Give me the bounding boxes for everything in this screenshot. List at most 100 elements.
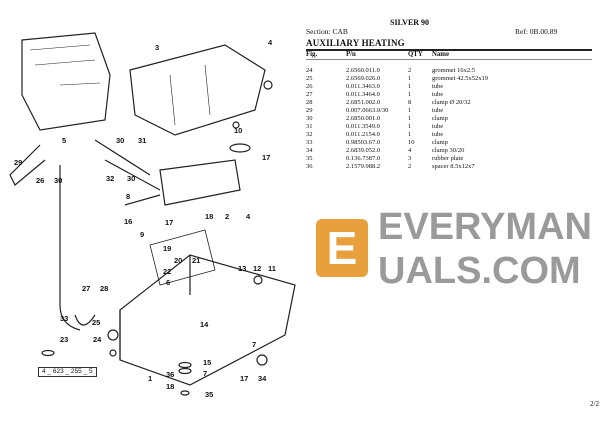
callout: 33	[60, 314, 68, 323]
name-cell: tube	[432, 107, 444, 114]
callout: 10	[234, 126, 242, 135]
callout: 13	[238, 264, 246, 273]
qty-cell: 1	[408, 75, 412, 82]
section-label: Section: CAB	[306, 27, 348, 36]
fig-cell: 31	[306, 123, 313, 130]
watermark: E EVERYMANUALS.COM	[316, 205, 606, 305]
callout: 23	[60, 335, 68, 344]
callout: 17	[240, 374, 248, 383]
qty-cell: 2	[408, 163, 412, 170]
callout: 31	[138, 136, 146, 145]
qty-cell: 4	[408, 147, 412, 154]
page-number: 2/2	[590, 400, 599, 408]
header-rule	[306, 49, 592, 51]
qty-cell: 3	[408, 155, 412, 162]
qty-cell: 2	[408, 67, 412, 74]
callout: 26	[36, 176, 44, 185]
callout: 35	[205, 390, 213, 399]
callout: 9	[140, 230, 144, 239]
callout: 32	[106, 174, 114, 183]
fig-cell: 26	[306, 83, 313, 90]
table-row: 28 2.6851.002.0 8 clamp Ø 20/32	[306, 99, 596, 106]
callout: 18	[166, 382, 174, 391]
callout: 30	[116, 136, 124, 145]
qty-cell: 1	[408, 131, 412, 138]
reservoir	[159, 159, 241, 206]
callout: 17	[262, 153, 270, 162]
name-cell: clamp	[432, 115, 448, 122]
pn-cell: 0.011.2154.0	[346, 131, 380, 138]
callout-labels: 3 4 5 10 30 31 26 30 32 30 8 16 17 9 18 …	[14, 38, 276, 399]
callout: 8	[126, 192, 130, 201]
callout: 34	[258, 374, 267, 383]
fig-cell: 30	[306, 115, 313, 122]
callout: 1	[148, 374, 152, 383]
fig-cell: 28	[306, 99, 313, 106]
header-divider	[306, 59, 592, 60]
callout: 28	[100, 284, 108, 293]
pn-cell: 0.136.7387.0	[346, 155, 381, 162]
drawing-code: 4 _ 623 _ 255 _ 5	[38, 367, 97, 377]
table-row: 30 2.6850.001.0 1 clamp	[306, 115, 596, 122]
pn-cell: 0.98503.67.0	[346, 139, 381, 146]
callout: 25	[92, 318, 100, 327]
name-cell: clamp 30/20	[432, 147, 465, 154]
callout: 24	[93, 335, 102, 344]
table-row: 26 0.011.3463.0 1 tube	[306, 83, 596, 90]
pn-cell: 0.011.3463.0	[346, 83, 380, 90]
callout: 14	[200, 320, 209, 329]
parts-diagram: 3 4 5 10 30 31 26 30 32 30 8 16 17 9 18 …	[9, 32, 296, 399]
callout: 29	[14, 158, 22, 167]
callout: 7	[203, 369, 207, 378]
name-cell: grommet 16x2.5	[432, 67, 475, 74]
callout: 12	[253, 264, 261, 273]
fig-cell: 33	[306, 139, 313, 146]
callout: 20	[174, 256, 182, 265]
fig-cell: 24	[306, 67, 313, 74]
pn-cell: 0.011.3549.0	[346, 123, 380, 130]
pn-cell: 2.6560.011.0	[346, 67, 380, 74]
pn-cell: 2.6569.026.0	[346, 75, 381, 82]
pipe	[59, 165, 81, 331]
callout: 21	[192, 256, 200, 265]
fig-cell: 27	[306, 91, 313, 98]
name-cell: clamp	[432, 139, 448, 146]
qty-cell: 1	[408, 83, 412, 90]
qty-cell: 1	[408, 115, 412, 122]
fig-cell: 25	[306, 75, 313, 82]
callout: 6	[166, 278, 170, 287]
callout: 2	[225, 212, 229, 221]
qty-cell: 8	[408, 99, 412, 106]
pn-cell: 2.6851.002.0	[346, 99, 381, 106]
reference-label: Ref: 0B.00.89	[515, 27, 558, 36]
name-cell: tube	[432, 123, 444, 130]
col-qty: QTY	[408, 51, 423, 58]
watermark-text: EVERYMANUALS.COM	[378, 206, 592, 292]
col-fig: Fig.	[306, 51, 318, 58]
cab-tank	[129, 44, 266, 136]
callout: 22	[163, 267, 171, 276]
qty-cell: 1	[408, 91, 412, 98]
pn-cell: 2.6839.052.0	[346, 147, 381, 154]
name-cell: tube	[432, 83, 444, 90]
callout: 5	[62, 136, 66, 145]
fig-cell: 32	[306, 131, 313, 138]
callout: 4	[268, 38, 273, 47]
callout: 17	[165, 218, 173, 227]
watermark-logo: E	[316, 219, 368, 277]
fig-cell: 36	[306, 163, 313, 170]
col-pn: P/n	[346, 51, 356, 58]
pn-cell: 2.6850.001.0	[346, 115, 381, 122]
name-cell: rubber plate	[432, 155, 464, 162]
callout: 27	[82, 284, 90, 293]
name-cell: clamp Ø 20/32	[432, 99, 471, 106]
callout: 18	[205, 212, 213, 221]
callout: 15	[203, 358, 211, 367]
